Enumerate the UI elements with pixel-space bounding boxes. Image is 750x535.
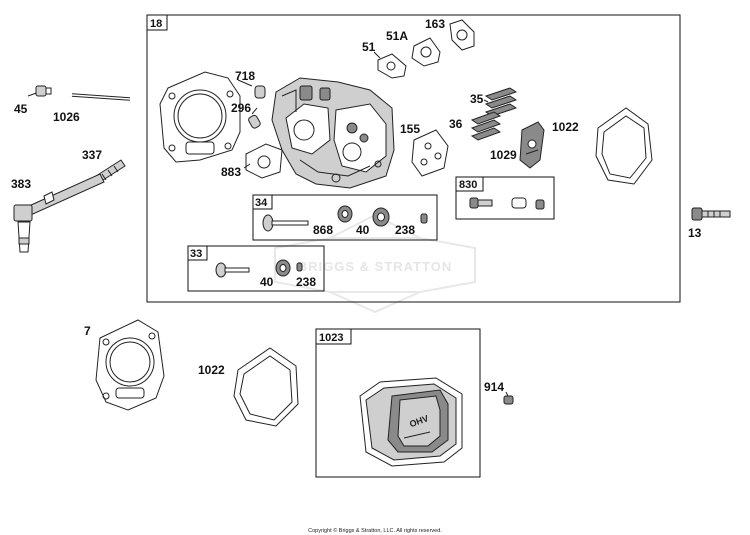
- part-33-exhaust-valve[interactable]: [215, 262, 250, 278]
- part-383-plug-wrench[interactable]: [13, 173, 105, 253]
- label-883: 883: [221, 165, 241, 179]
- part-45-cap[interactable]: [27, 85, 52, 97]
- part-238-keeper-a[interactable]: [420, 213, 428, 224]
- part-40-spring-retainer-b[interactable]: [275, 259, 291, 277]
- intake-valve-kit-box: [252, 194, 438, 241]
- part-36-valve-spring[interactable]: [470, 111, 502, 141]
- label-383: 383: [11, 177, 31, 191]
- label-155: 155: [400, 122, 420, 136]
- rocker-kit-box: [455, 176, 555, 220]
- copyright-text: Copyright © Briggs & Stratton, LLC. All …: [308, 527, 442, 534]
- label-163: 163: [425, 17, 445, 31]
- part-883-gasket[interactable]: [243, 143, 283, 179]
- part-238-keeper-b[interactable]: [296, 262, 303, 272]
- part-head-gasket-inner[interactable]: [159, 71, 241, 163]
- label-35: 35: [470, 92, 484, 106]
- part-163-gasket[interactable]: [449, 19, 475, 51]
- part-13-bolt[interactable]: [691, 207, 731, 221]
- part-cylinder-head[interactable]: [271, 77, 395, 189]
- part-830-rocker-kit-parts[interactable]: [469, 197, 545, 210]
- part-1022-cover-gasket-top[interactable]: [595, 107, 653, 185]
- box-label-main: 18: [150, 18, 162, 30]
- label-51a: 51A: [386, 29, 408, 43]
- box-label-exhaust-kit: 33: [190, 248, 202, 260]
- cover-assembly-box: [315, 328, 481, 478]
- part-35-valve-spring[interactable]: [483, 87, 518, 117]
- label-238-a: 238: [395, 223, 415, 237]
- label-45: 45: [14, 102, 28, 116]
- box-label-cover-assembly: 1023: [319, 332, 343, 344]
- label-868: 868: [313, 223, 333, 237]
- part-868-valve-seal[interactable]: [337, 205, 353, 223]
- label-7: 7: [84, 324, 91, 338]
- label-1029: 1029: [490, 148, 517, 162]
- part-718-pin[interactable]: [237, 79, 266, 99]
- label-1022-bottom: 1022: [198, 363, 225, 377]
- part-1029-rocker-arm[interactable]: [519, 121, 545, 169]
- label-40-a: 40: [356, 223, 370, 237]
- part-1022-cover-gasket-bottom[interactable]: [233, 347, 299, 427]
- part-296-dowel[interactable]: [248, 107, 262, 129]
- label-238-b: 238: [296, 275, 316, 289]
- box-label-intake-kit: 34: [255, 197, 268, 209]
- label-1022-top: 1022: [552, 120, 579, 134]
- brand-watermark: BRIGGS & STRATTON: [274, 213, 476, 314]
- part-1023-valve-cover[interactable]: OHV: [359, 377, 463, 467]
- main-assembly-box: [146, 14, 681, 303]
- part-34-intake-valve[interactable]: [262, 214, 309, 232]
- label-296: 296: [231, 101, 251, 115]
- part-7-head-gasket[interactable]: [95, 319, 165, 411]
- watermark-text: BRIGGS & STRATTON: [298, 259, 452, 274]
- label-337: 337: [82, 148, 102, 162]
- part-51a-gasket[interactable]: [411, 37, 441, 67]
- exhaust-valve-kit-box: [187, 245, 325, 292]
- label-13: 13: [688, 226, 702, 240]
- label-718: 718: [235, 69, 255, 83]
- box-label-rocker-kit: 830: [459, 179, 477, 191]
- label-36: 36: [449, 117, 463, 131]
- part-1026-push-rod[interactable]: [71, 93, 131, 101]
- part-155-breather-plate[interactable]: [411, 129, 449, 177]
- label-40-b: 40: [260, 275, 274, 289]
- part-914-screw[interactable]: [503, 391, 514, 405]
- label-1026: 1026: [53, 110, 80, 124]
- label-51: 51: [362, 40, 376, 54]
- part-51-gasket[interactable]: [373, 51, 407, 79]
- part-40-spring-retainer-a[interactable]: [372, 207, 390, 227]
- label-914: 914: [484, 380, 504, 394]
